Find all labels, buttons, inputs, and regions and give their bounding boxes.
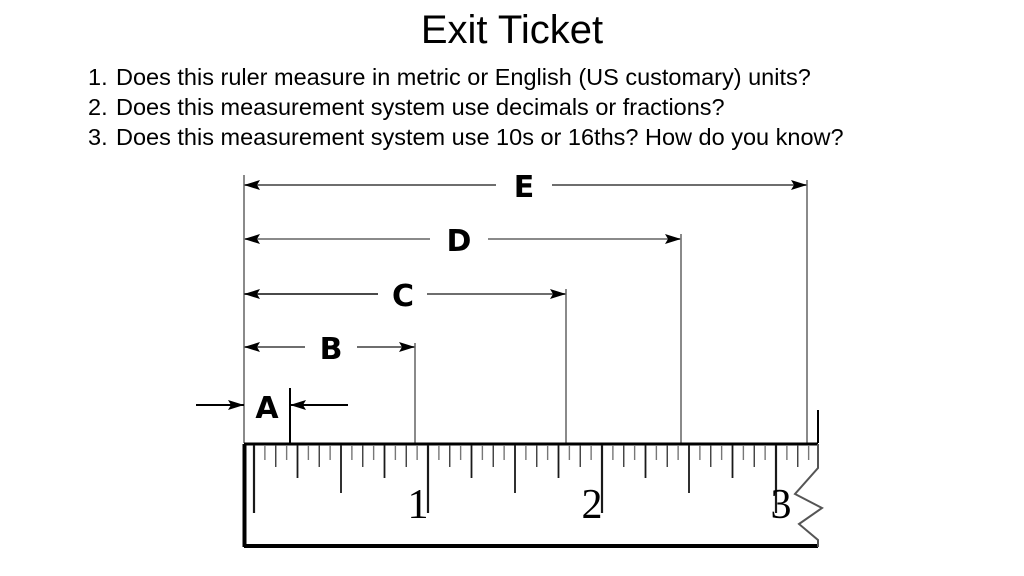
- dimension-c: C: [244, 279, 566, 314]
- list-item: 1. Does this ruler measure in metric or …: [88, 62, 1008, 92]
- ruler-numbers: 1 2 3: [408, 482, 792, 528]
- ruler-ticks: [252, 445, 810, 513]
- dimension-label-a: A: [255, 391, 279, 426]
- question-list: 1. Does this ruler measure in metric or …: [88, 62, 1008, 152]
- dimension-label-e: E: [514, 170, 535, 205]
- page-title: Exit Ticket: [420, 8, 604, 52]
- list-item: 2. Does this measurement system use deci…: [88, 92, 1008, 122]
- dimension-b: B: [244, 332, 415, 367]
- dimension-label-b: B: [320, 332, 343, 367]
- dimension-label-c: C: [392, 279, 414, 314]
- question-text: Does this measurement system use 10s or …: [116, 124, 844, 150]
- question-number: 3.: [88, 124, 108, 150]
- dimension-label-d: D: [447, 224, 472, 259]
- ruler-number-3: 3: [771, 482, 792, 528]
- ruler-number-1: 1: [408, 482, 429, 528]
- ruler-number-2: 2: [582, 482, 603, 528]
- dimension-e: E: [244, 170, 807, 205]
- question-number: 2.: [88, 94, 108, 120]
- question-number: 1.: [88, 64, 108, 90]
- ruler-body: [242, 442, 824, 548]
- question-text: Does this measurement system use decimal…: [116, 94, 725, 120]
- extension-lines: [243, 175, 819, 443]
- list-item: 3. Does this measurement system use 10s …: [88, 122, 1008, 152]
- ruler-break-symbol: [793, 444, 824, 547]
- dimension-d: D: [244, 224, 681, 259]
- question-text: Does this ruler measure in metric or Eng…: [116, 64, 811, 90]
- dimension-a: A: [196, 391, 348, 426]
